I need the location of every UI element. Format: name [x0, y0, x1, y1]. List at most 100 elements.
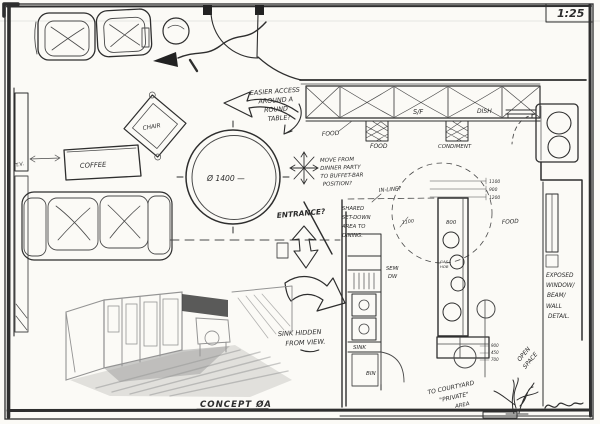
drain-rack — [353, 272, 375, 290]
move-compass-icon — [289, 151, 319, 185]
note-line: SET-DOWN — [342, 215, 371, 221]
dim-label: 700 — [491, 357, 499, 362]
counter-strip: SINK BIN — [347, 233, 405, 391]
scale-label: 1:25 — [557, 7, 585, 20]
semi-dw-note: SEMI DW — [386, 266, 399, 280]
sink-label: SINK — [353, 345, 367, 351]
hob-label-1: GAS — [440, 259, 449, 264]
armchair-2 — [95, 8, 153, 58]
concept-label: CONCEPT ØA — [200, 399, 272, 410]
entry-pedestal — [276, 242, 289, 259]
note-line: AROUND A — [257, 95, 293, 105]
door-swing-arrow — [153, 21, 267, 73]
beam-detail — [545, 254, 559, 268]
island-dim-stack: 1100 900 1200 — [429, 177, 500, 201]
dim-label: 900 — [491, 343, 499, 348]
note-line: BEAM/ — [547, 293, 567, 299]
dining-area: Ø 1400 — EASIER ACCESS AROUND A ROUND TA… — [169, 86, 364, 353]
entry-door-top — [203, 5, 302, 81]
sink-hidden-note: SINK HIDDEN FROM VIEW. — [278, 328, 326, 353]
note-line: TABLE? — [267, 113, 291, 123]
dividing-wall — [341, 199, 347, 408]
side-panel — [141, 27, 150, 48]
food-label-1: FOOD — [322, 130, 340, 138]
move-note: MOVE FROM DINNER PARTY TO BUFFET-BAR POS… — [320, 157, 364, 188]
note-line: DETAIL. — [548, 314, 570, 320]
dimension-arrow — [29, 154, 61, 163]
kitchen: FOOD FOOD S/F CONDIMENT DISH EXPOSED WIN… — [299, 79, 587, 408]
tv-wall: T.V. — [13, 87, 61, 337]
perspective-sketch — [65, 285, 293, 397]
note-line: DW — [388, 274, 398, 280]
wall-cabinet — [14, 175, 29, 333]
dish-label: DISH — [477, 108, 492, 115]
island-food-label: FOOD — [502, 219, 520, 226]
note-line: AREA — [454, 401, 471, 410]
side-table — [162, 17, 190, 45]
coffee-table: COFFEE — [63, 144, 142, 181]
food-label-2: FOOD — [370, 143, 388, 150]
note-line: SINK HIDDEN — [278, 328, 322, 338]
wall-cabinet-run — [305, 85, 541, 122]
dim-label: 900 — [489, 187, 498, 193]
exposed-note: EXPOSED WINDOW/ BEAM/ WALL DETAIL. — [546, 273, 576, 320]
note-line: WINDOW/ — [546, 283, 576, 289]
note-line: WALL — [546, 304, 562, 310]
note-line: AREA TO — [341, 224, 365, 230]
dark-cabinet-band — [182, 294, 228, 317]
clearance-circle — [391, 162, 493, 264]
sofa — [21, 191, 173, 261]
table-diameter-label: Ø 1400 — — [206, 174, 245, 183]
concept-title: CONCEPT ØA — [196, 399, 272, 411]
sink-hidden-arrow — [284, 276, 346, 312]
occasional-chair: CHAIR — [123, 91, 187, 161]
sf-label: S/F — [413, 108, 423, 116]
inline-label: IN-LINE? — [379, 186, 402, 194]
note-line: MOVE FROM — [320, 157, 355, 164]
breakfast-bar: 900 450 700 — [436, 299, 499, 378]
note-line: ROUND — [264, 105, 288, 115]
door-jamb-right — [255, 5, 264, 15]
note-line: DINNER PARTY — [320, 165, 361, 172]
door-jamb-left — [203, 5, 212, 15]
chair-label: CHAIR — [142, 123, 161, 132]
coffee-label: COFFEE — [80, 161, 108, 170]
entrance-door-leaf — [303, 201, 333, 255]
easier-access-arrow — [223, 91, 302, 135]
condiment-label: CONDIMENT — [438, 144, 472, 150]
entrance-double-arrow — [291, 225, 319, 269]
stool — [453, 345, 477, 369]
floor-shadow — [104, 346, 230, 382]
note-line: DINING. — [342, 233, 363, 239]
dim-label: 1200 — [489, 195, 500, 201]
setdown-note: SHARED SET-DOWN AREA TO DINING. — [341, 193, 382, 239]
tv-unit — [14, 92, 29, 172]
pantry-towers — [365, 120, 469, 142]
note-line: FROM VIEW. — [285, 338, 325, 348]
round-table: Ø 1400 — — [176, 120, 290, 234]
double-sink-unit — [511, 103, 579, 163]
dim-label: 1100 — [489, 179, 500, 185]
border-frame — [2, 2, 594, 420]
note-line: POSITION? — [323, 181, 352, 188]
bin-label: BIN — [366, 371, 376, 377]
tv-label: T.V. — [15, 161, 25, 169]
note-line: EXPOSED — [546, 273, 574, 279]
plant-sketch — [493, 377, 539, 415]
hob-label-2: HOB — [440, 264, 449, 269]
clearance-label: 1100 — [401, 218, 414, 226]
title-block: 1:25 — [545, 3, 593, 23]
stool — [476, 299, 496, 319]
door-track — [482, 411, 518, 419]
armchair-1 — [34, 12, 96, 61]
entrance-label: ENTRANCE? — [276, 207, 326, 220]
note-line: EASIER ACCESS — [250, 86, 301, 97]
note-line: TO BUFFET-BAR — [320, 172, 363, 180]
island-dim-label: 800 — [446, 220, 457, 226]
arrowhead — [153, 52, 178, 67]
living-room: T.V. CHAIR COFFEE — [13, 5, 302, 337]
inline-dashed — [347, 197, 439, 200]
dish-shelf — [505, 109, 537, 119]
